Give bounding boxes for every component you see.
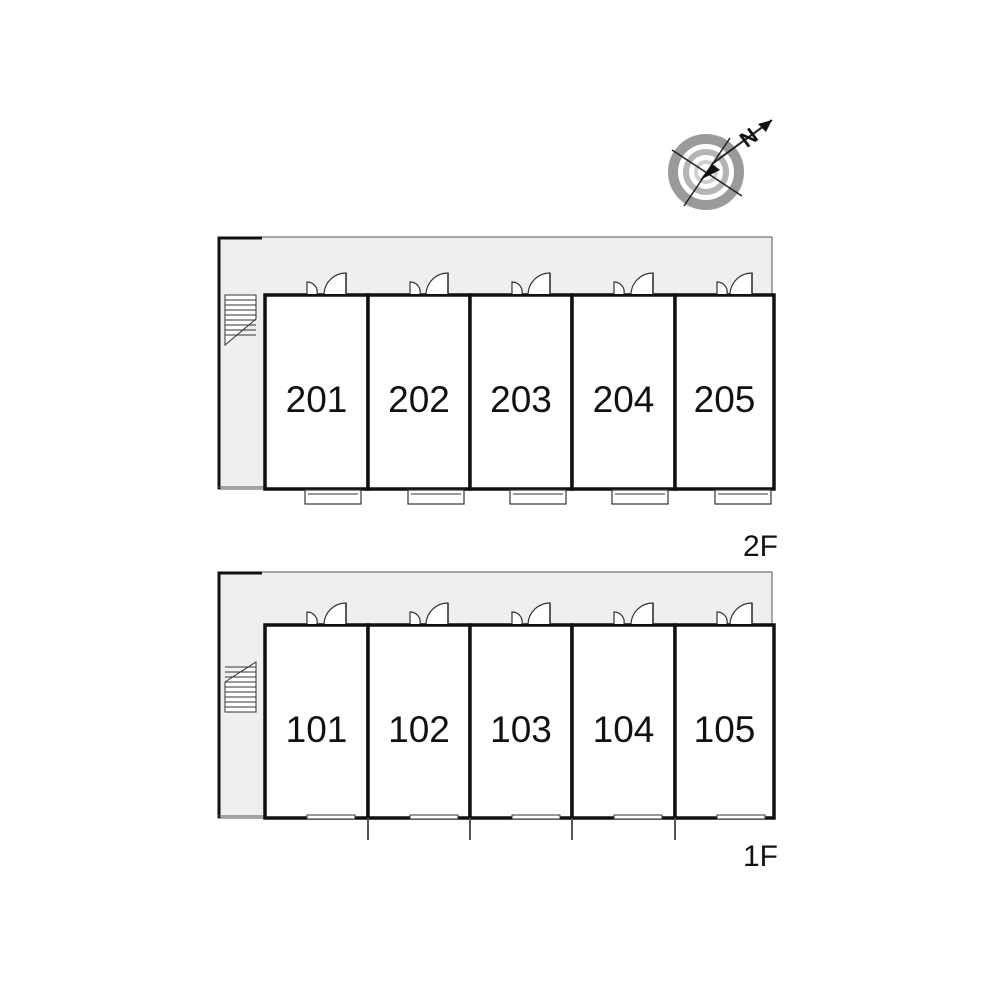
meter-box-icon (613, 281, 625, 295)
entrance-door-icon (630, 272, 654, 295)
unit-number-205: 205 (694, 379, 756, 420)
entrance-door-icon (425, 272, 449, 295)
unit-outline (366, 293, 472, 491)
entrance-door-icon (527, 602, 551, 625)
unit-number-104: 104 (593, 709, 655, 750)
compass-north-letter: N (735, 123, 763, 153)
unit-number-201: 201 (286, 379, 348, 420)
balcony (407, 489, 465, 505)
unit-outline (468, 293, 574, 491)
floor-plan-2f: 201 202 203 204 205 2F (217, 236, 778, 563)
balcony (611, 489, 669, 505)
window (511, 814, 561, 820)
staircase (224, 294, 257, 347)
unit-number-105: 105 (694, 709, 756, 750)
unit-outline (570, 293, 677, 491)
unit-103: 103 (468, 602, 574, 840)
unit-outline (263, 293, 370, 491)
unit-number-204: 204 (593, 379, 655, 420)
unit-105: 105 (673, 602, 776, 840)
entrance-door-icon (729, 602, 753, 625)
floor-label-1f: 1F (743, 840, 778, 873)
balcony (509, 489, 567, 505)
unit-102: 102 (366, 602, 472, 840)
unit-number-202: 202 (388, 379, 450, 420)
outer-wall (217, 236, 262, 489)
unit-203: 203 (468, 272, 574, 505)
meter-box-icon (306, 611, 318, 625)
meter-box-icon (409, 281, 421, 295)
meter-box-icon (511, 611, 523, 625)
unit-outline (673, 293, 776, 491)
unit-number-101: 101 (286, 709, 348, 750)
entrance-door-icon (323, 272, 347, 295)
window (409, 814, 459, 820)
floor-plan-1f: 101 102 103 104 105 1F (217, 571, 778, 873)
unit-number-103: 103 (490, 709, 552, 750)
floor-label-2f: 2F (743, 530, 778, 563)
unit-number-102: 102 (388, 709, 450, 750)
unit-number-203: 203 (490, 379, 552, 420)
entrance-door-icon (527, 272, 551, 295)
unit-104: 104 (570, 602, 677, 840)
meter-box-icon (306, 281, 318, 295)
unit-205: 205 (673, 272, 776, 505)
unit-204: 204 (570, 272, 677, 505)
entrance-door-icon (323, 602, 347, 625)
entrance-door-icon (425, 602, 449, 625)
meter-box-icon (716, 611, 728, 625)
meter-box-icon (613, 611, 625, 625)
meter-box-icon (716, 281, 728, 295)
meter-box-icon (511, 281, 523, 295)
window (613, 814, 663, 820)
meter-box-icon (409, 611, 421, 625)
window (716, 814, 766, 820)
staircase (224, 661, 257, 713)
unit-101: 101 (263, 602, 370, 820)
entrance-door-icon (729, 272, 753, 295)
outer-wall (217, 571, 262, 818)
balcony (304, 489, 362, 505)
unit-201: 201 (263, 272, 370, 505)
compass-rose-icon: N (668, 119, 773, 210)
window (306, 814, 356, 820)
entrance-door-icon (630, 602, 654, 625)
unit-202: 202 (366, 272, 472, 505)
unit-outline (570, 623, 677, 820)
unit-outline (468, 623, 574, 820)
balcony (714, 489, 772, 505)
unit-outline (673, 623, 776, 820)
unit-outline (366, 623, 472, 820)
